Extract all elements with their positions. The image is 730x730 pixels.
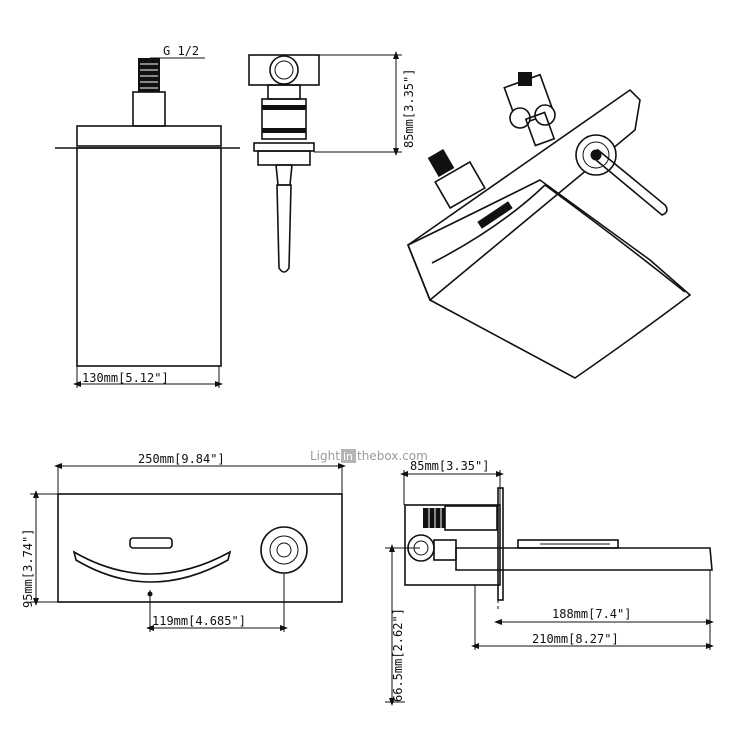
dim-95: 95mm[3.74"] [21,529,35,608]
dim-85-side: 85mm[3.35"] [410,459,489,473]
plan-spout-opening [72,550,232,583]
watermark-mid: in [343,450,353,463]
spout-plate-front [76,147,222,367]
dim-85-top: 85mm[3.35"] [402,69,416,148]
watermark-pre: Light [310,449,340,463]
valve-body [132,91,166,127]
dim-66-5: 66.5mm[2.62"] [391,608,405,702]
iso-lever [595,148,668,216]
iso-spout-body [406,179,692,379]
iso-spout-slot [477,201,513,229]
side-view: 85mm[3.35"] 188mm[7.4"] 210mm[8.27"] 6 [385,459,714,706]
lever-handle [276,184,292,273]
plan-handle [260,526,308,574]
wall-flange [76,125,222,147]
plan-plate [57,493,343,603]
side-view-handle: 85mm[3.35"] [248,51,416,273]
side-spout [455,547,713,571]
thread-inlet [138,58,160,92]
side-body [404,504,501,586]
thread-label: G 1/2 [163,44,199,58]
dim-188: 188mm[7.4"] [552,607,631,621]
isometric-view [406,72,692,379]
watermark: Light in thebox.com [310,449,428,463]
dim-210: 210mm[8.27"] [532,632,619,646]
front-view: G 1/2 130mm[5.12"] [55,44,240,388]
plan-view: 250mm[9.84"] 95mm[3.74"] 119mm[4.685"] [21,452,346,632]
dim-119: 119mm[4.685"] [152,614,246,628]
dim-250: 250mm[9.84"] [138,452,225,466]
dim-130: 130mm[5.12"] [82,371,169,385]
watermark-post: thebox.com [357,449,428,463]
